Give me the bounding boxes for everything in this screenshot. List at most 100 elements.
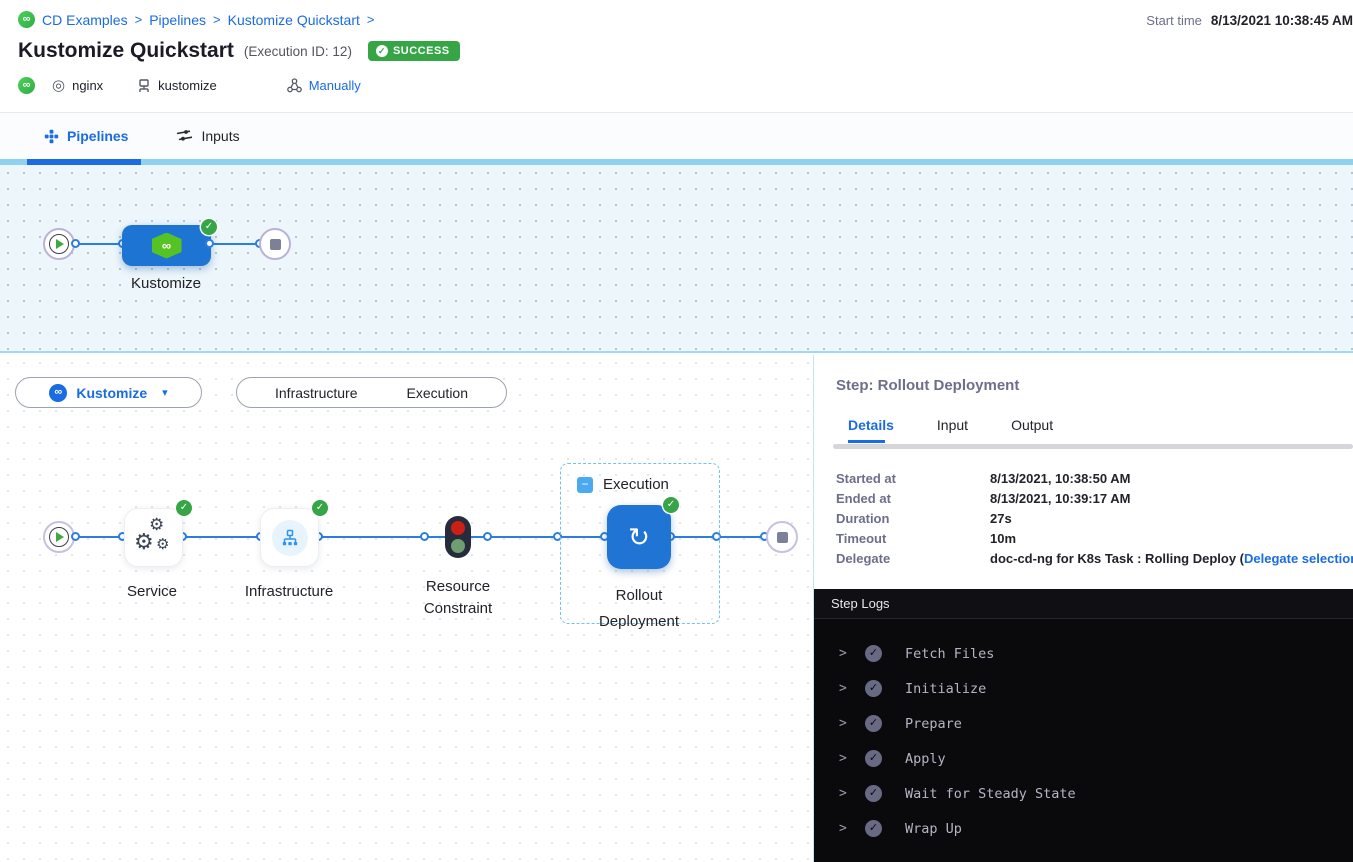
check-circle-icon: ✓	[865, 820, 882, 837]
detail-label: Duration	[836, 510, 890, 526]
step-node-resource-constraint[interactable]	[445, 516, 471, 558]
connector-line	[75, 243, 124, 245]
pipeline-end-node[interactable]	[259, 228, 291, 260]
log-section-row[interactable]: > ✓ Wait for Steady State	[814, 776, 1353, 811]
detail-label: Started at	[836, 470, 896, 486]
service-tag-label: nginx	[72, 78, 104, 93]
connector-line	[209, 243, 261, 245]
execution-group-label: Execution	[603, 476, 669, 493]
stage-node-kustomize[interactable]: ∞	[122, 225, 211, 266]
stage-start-node[interactable]	[43, 521, 75, 553]
detail-value: 27s	[990, 511, 1012, 526]
stage-end-node[interactable]	[766, 521, 798, 553]
inputs-icon	[176, 129, 193, 143]
tab-output[interactable]: Output	[1011, 417, 1054, 433]
chevron-right-icon[interactable]: >	[839, 786, 847, 801]
chevron-right-icon[interactable]: >	[839, 751, 847, 766]
step-logs-header: Step Logs	[814, 589, 1353, 619]
detail-label: Delegate	[836, 550, 891, 566]
success-check-badge: ✓	[176, 500, 192, 516]
chevron-right-icon[interactable]: >	[839, 646, 847, 661]
start-time: Start time 8/13/2021 10:38:45 AM	[1146, 13, 1353, 28]
infrastructure-icon	[272, 520, 308, 556]
step-label-infrastructure[interactable]: Infrastructure	[244, 583, 334, 600]
gear-icon: ⚙	[134, 529, 154, 554]
gear-icon: ⚙	[156, 536, 170, 553]
chevron-right-icon[interactable]: >	[839, 681, 847, 696]
step-node-rollout-deployment[interactable]: ↻	[607, 505, 671, 569]
chevron-down-icon: ▾	[162, 387, 168, 399]
execution-graph-canvas[interactable]: ∞ Kustomize ▾ Infrastructure Execution	[0, 355, 814, 862]
toggle-infrastructure[interactable]: Infrastructure	[275, 384, 358, 401]
tab-inputs-label: Inputs	[201, 128, 240, 144]
chevron-right-icon[interactable]: >	[839, 716, 847, 731]
log-section-label: Initialize	[905, 680, 987, 697]
collapse-group-icon[interactable]: −	[577, 477, 593, 493]
stage-graph-canvas[interactable]: ∞ ✓ Kustomize	[0, 165, 1353, 353]
breadcrumb-separator: >	[213, 12, 221, 27]
log-section-label: Prepare	[905, 715, 962, 732]
details-tabs: Details Input Output	[848, 417, 1053, 433]
delegate-selection-logs-link[interactable]: Delegate selection logs	[1244, 550, 1353, 566]
detail-row: Ended at 8/13/2021, 10:39:17 AM	[836, 488, 1353, 508]
breadcrumb-pipelines[interactable]: Pipelines	[149, 11, 207, 28]
log-section-row[interactable]: > ✓ Prepare	[814, 706, 1353, 741]
tab-details[interactable]: Details	[848, 417, 894, 433]
detail-value-text: doc-cd-ng for K8s Task : Rolling Deploy …	[990, 550, 1244, 566]
check-circle-icon: ✓	[865, 680, 882, 697]
connector-dot	[205, 239, 214, 248]
step-node-service[interactable]: ⚙ ⚙ ⚙	[124, 508, 183, 567]
connector-dot	[483, 532, 492, 541]
tab-pipelines-label: Pipelines	[67, 128, 129, 144]
step-label-rollout-deployment[interactable]: Rollout Deployment	[598, 587, 680, 630]
detail-value-text: 10m	[990, 530, 1017, 546]
log-section-row[interactable]: > ✓ Initialize	[814, 671, 1353, 706]
trigger-tag: Manually	[286, 78, 361, 93]
stage-selector-dropdown[interactable]: ∞ Kustomize ▾	[15, 377, 202, 408]
environment-icon	[137, 78, 151, 93]
detail-row: Duration 27s	[836, 508, 1353, 528]
step-label-resource-constraint[interactable]: Resource Constraint	[423, 578, 493, 617]
connector-dot	[71, 532, 80, 541]
log-section-label: Fetch Files	[905, 645, 995, 662]
detail-value-text: 8/13/2021, 10:38:50 AM	[990, 470, 1131, 486]
detail-row: Started at 8/13/2021, 10:38:50 AM	[836, 468, 1353, 488]
gear-icon: ⚙	[149, 515, 165, 534]
breadcrumb-cd-examples[interactable]: CD Examples	[42, 11, 128, 28]
execution-group: − Execution	[560, 463, 720, 624]
log-section-row[interactable]: > ✓ Wrap Up	[814, 811, 1353, 846]
environment-tag: kustomize	[137, 78, 217, 93]
tab-pipelines[interactable]: Pipelines	[44, 128, 128, 144]
check-circle-icon: ✓	[865, 785, 882, 802]
success-check-badge: ✓	[663, 497, 679, 513]
toggle-execution[interactable]: Execution	[406, 384, 468, 401]
horizontal-scrollbar[interactable]	[833, 444, 1353, 449]
step-node-infrastructure[interactable]	[260, 508, 319, 567]
tab-inputs[interactable]: Inputs	[176, 128, 240, 144]
details-table: Started at 8/13/2021, 10:38:50 AM Ended …	[836, 468, 1353, 568]
pipeline-start-node[interactable]	[43, 228, 75, 260]
tags-row: ∞ ◎ nginx kustomize Manually	[18, 77, 361, 94]
breadcrumb-kustomize-quickstart[interactable]: Kustomize Quickstart	[227, 11, 360, 28]
stop-icon	[776, 531, 788, 543]
chevron-right-icon[interactable]: >	[839, 821, 847, 836]
stage-selector-label: Kustomize	[76, 384, 148, 401]
harness-cd-icon: ∞	[18, 11, 35, 28]
traffic-red-light	[451, 521, 465, 535]
check-circle-icon: ✓	[865, 715, 882, 732]
detail-value: 8/13/2021, 10:39:17 AM	[990, 491, 1130, 506]
detail-label: Timeout	[836, 530, 887, 546]
step-label-service[interactable]: Service	[126, 583, 178, 600]
log-section-row[interactable]: > ✓ Fetch Files	[814, 636, 1353, 671]
log-section-label: Wrap Up	[905, 820, 962, 837]
traffic-green-light	[451, 539, 465, 553]
tab-input[interactable]: Input	[936, 417, 969, 433]
status-badge-label: SUCCESS	[392, 45, 450, 57]
log-section-row[interactable]: > ✓ Apply	[814, 741, 1353, 776]
step-logs-title: Step Logs	[831, 596, 890, 611]
detail-row: Timeout 10m	[836, 528, 1353, 548]
stage-label[interactable]: Kustomize	[130, 275, 202, 292]
breadcrumb-separator: >	[366, 12, 375, 27]
trigger-tag-label[interactable]: Manually	[308, 78, 361, 93]
